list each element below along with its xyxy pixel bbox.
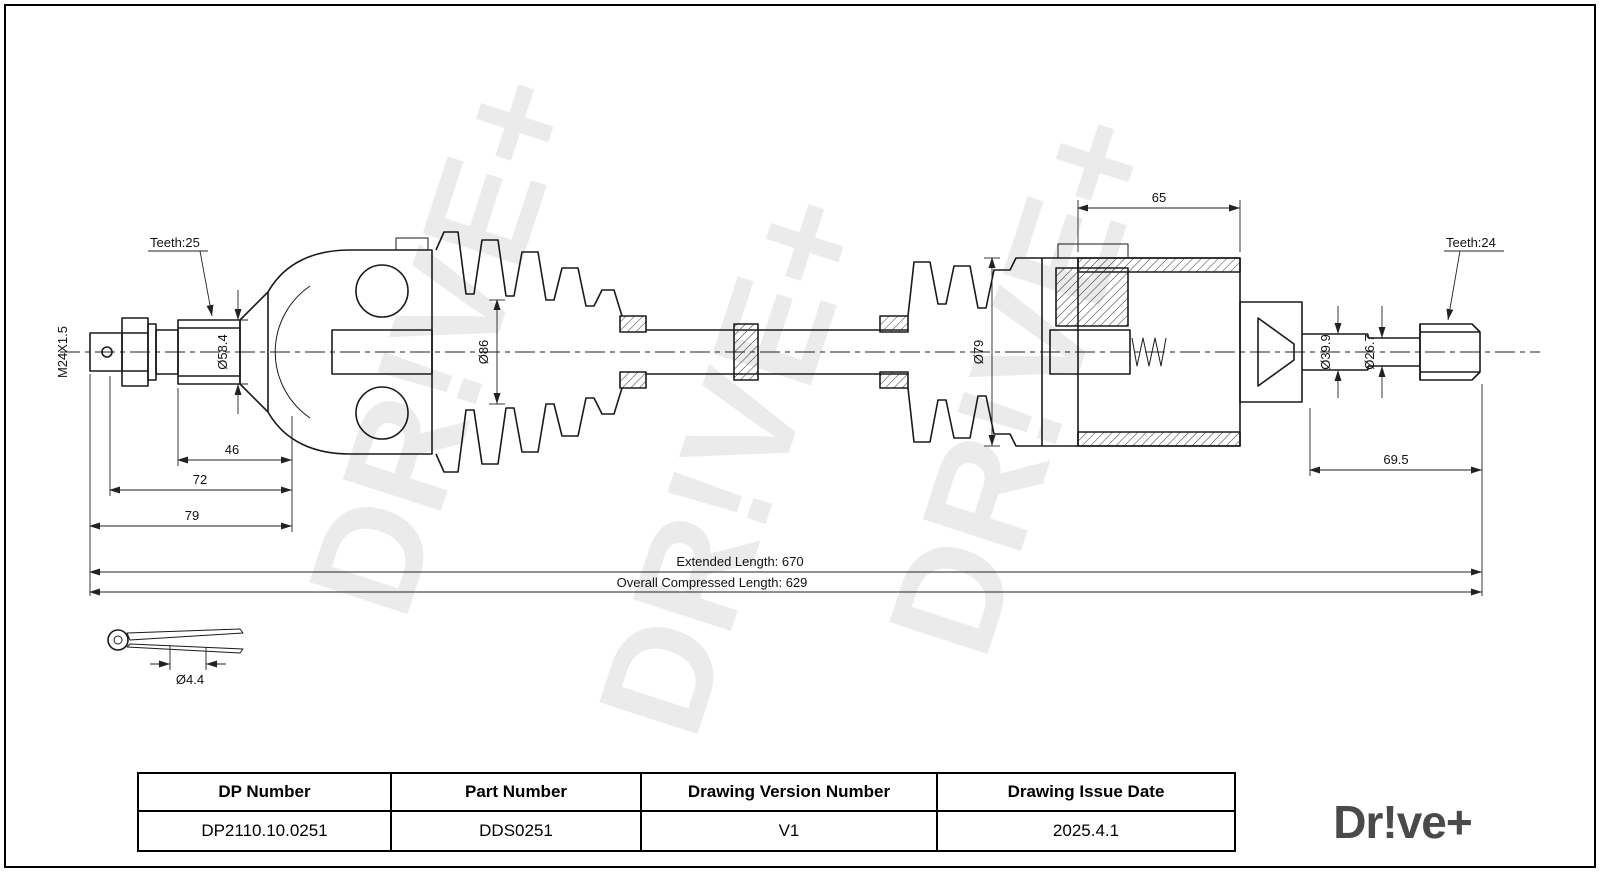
title-block: DP Number Part Number Drawing Version Nu… (137, 772, 1236, 852)
left-stub-shaft (89, 317, 241, 387)
label-spline-len: 46 (225, 442, 239, 457)
label-teeth-right: Teeth:24 (1446, 235, 1496, 250)
inner-cv-joint-housing (1049, 243, 1303, 447)
dimensions: Teeth:25 M24X1.5 Ø58.4 Ø86 Ø79 (55, 190, 1504, 687)
label-pin-dia: Ø4.4 (176, 672, 204, 687)
label-stub-right-len: 69.5 (1383, 452, 1408, 467)
label-spline-od: Ø58.4 (215, 334, 230, 369)
value-part-number: DDS0251 (392, 812, 642, 850)
label-thread-left: M24X1.5 (55, 326, 70, 378)
label-extended-length: Extended Length: 670 (676, 554, 803, 569)
header-drawing-version-number: Drawing Version Number (642, 774, 938, 812)
label-nut-len: 72 (193, 472, 207, 487)
value-drawing-version-number: V1 (642, 812, 938, 850)
interconnecting-shaft (646, 315, 909, 389)
label-housing-length: 65 (1152, 190, 1166, 205)
value-dp-number: DP2110.10.0251 (139, 812, 392, 850)
left-boot (435, 231, 647, 473)
watermarks: DR!VE+ DR!VE+ DR!VE+ (275, 54, 1186, 753)
label-shaft-od: Ø39.9 (1318, 334, 1333, 369)
header-part-number: Part Number (392, 774, 642, 812)
header-drawing-issue-date: Drawing Issue Date (938, 774, 1234, 812)
value-drawing-issue-date: 2025.4.1 (1052, 821, 1120, 840)
brand-logo: Dr!ve+ (1333, 796, 1472, 848)
label-stub-len: 79 (185, 508, 199, 523)
label-stub-od: Ø26.7 (1362, 334, 1377, 369)
label-boot-left-od: Ø86 (476, 340, 491, 365)
header-dp-number: DP Number (139, 774, 392, 812)
watermark-icon: DR!VE+ (565, 174, 896, 753)
label-boot-right-od: Ø79 (971, 340, 986, 365)
outer-cv-joint (239, 237, 433, 455)
cotter-pin (107, 628, 244, 654)
watermark-icon: DR!VE+ (275, 54, 606, 633)
label-compressed-length: Overall Compressed Length: 629 (617, 575, 808, 590)
label-teeth-left: Teeth:25 (150, 235, 200, 250)
